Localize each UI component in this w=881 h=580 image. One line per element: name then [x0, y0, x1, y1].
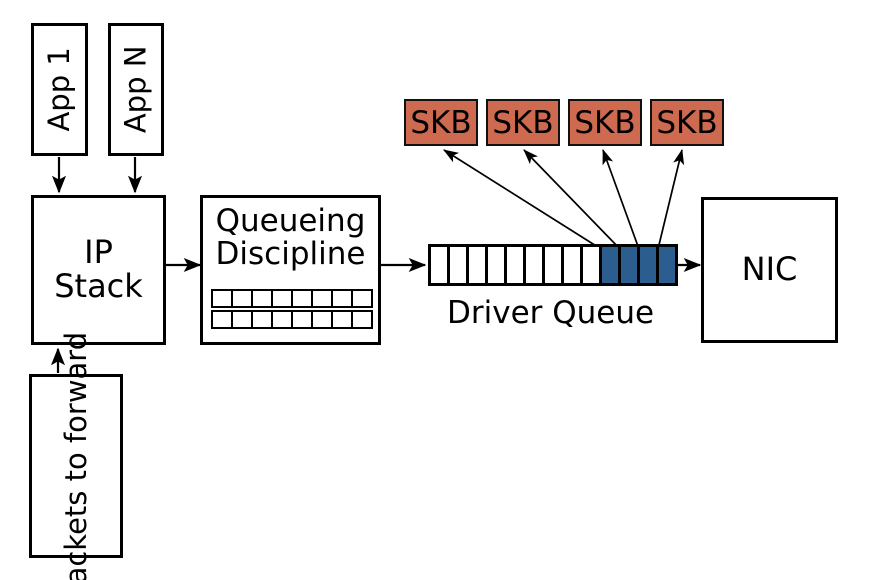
qdisc-slot: [211, 310, 233, 329]
node-ip-stack-label: IP Stack: [54, 233, 143, 305]
node-app-1-label: App 1: [42, 47, 77, 132]
skb-box-4[interactable]: SKB: [650, 99, 724, 146]
qdisc-slot-grid: [211, 289, 373, 329]
edge-slot12-to-skb3: [602, 149, 640, 250]
qdisc-slot: [231, 289, 253, 308]
node-packets-to-forward-label: Packets to forward: [58, 331, 93, 580]
qdisc-slot: [231, 310, 253, 329]
qdisc-slot: [331, 310, 353, 329]
qdisc-slot: [251, 310, 273, 329]
skb-box-1[interactable]: SKB: [404, 99, 478, 146]
node-nic-label: NIC: [741, 250, 798, 289]
skb-box-1-label: SKB: [410, 104, 472, 141]
edge-slot11-to-skb2: [523, 149, 621, 250]
edge-slot10-to-skb1: [443, 149, 602, 250]
edge-slot13-to-skb4: [657, 149, 685, 250]
qdisc-slot: [251, 289, 273, 308]
skb-box-3[interactable]: SKB: [568, 99, 642, 146]
node-app-n[interactable]: App N: [108, 23, 164, 156]
skb-box-2[interactable]: SKB: [486, 99, 560, 146]
qdisc-slot: [311, 310, 333, 329]
node-app-n-label: App N: [118, 45, 153, 134]
driver-queue-slot-filled: [656, 244, 678, 286]
qdisc-slot: [291, 310, 313, 329]
node-nic[interactable]: NIC: [701, 197, 838, 343]
qdisc-slot: [271, 289, 293, 308]
qdisc-slot: [291, 289, 313, 308]
qdisc-slot-row: [211, 289, 373, 308]
qdisc-slot-row: [211, 310, 373, 329]
skb-box-2-label: SKB: [492, 104, 554, 141]
qdisc-slot: [211, 289, 233, 308]
node-packets-to-forward[interactable]: Packets to forward: [29, 332, 123, 580]
qdisc-slot: [271, 310, 293, 329]
skb-box-4-label: SKB: [656, 104, 718, 141]
skb-box-3-label: SKB: [574, 104, 636, 141]
qdisc-slot: [351, 289, 373, 308]
node-queueing-discipline-label: Queueing Discipline: [215, 203, 366, 272]
node-app-1[interactable]: App 1: [31, 23, 88, 156]
qdisc-slot: [351, 310, 373, 329]
node-ip-stack[interactable]: IP Stack: [31, 195, 166, 345]
qdisc-slot: [331, 289, 353, 308]
driver-queue: [428, 244, 678, 286]
qdisc-slot: [311, 289, 333, 308]
driver-queue-caption: Driver Queue: [447, 295, 655, 331]
